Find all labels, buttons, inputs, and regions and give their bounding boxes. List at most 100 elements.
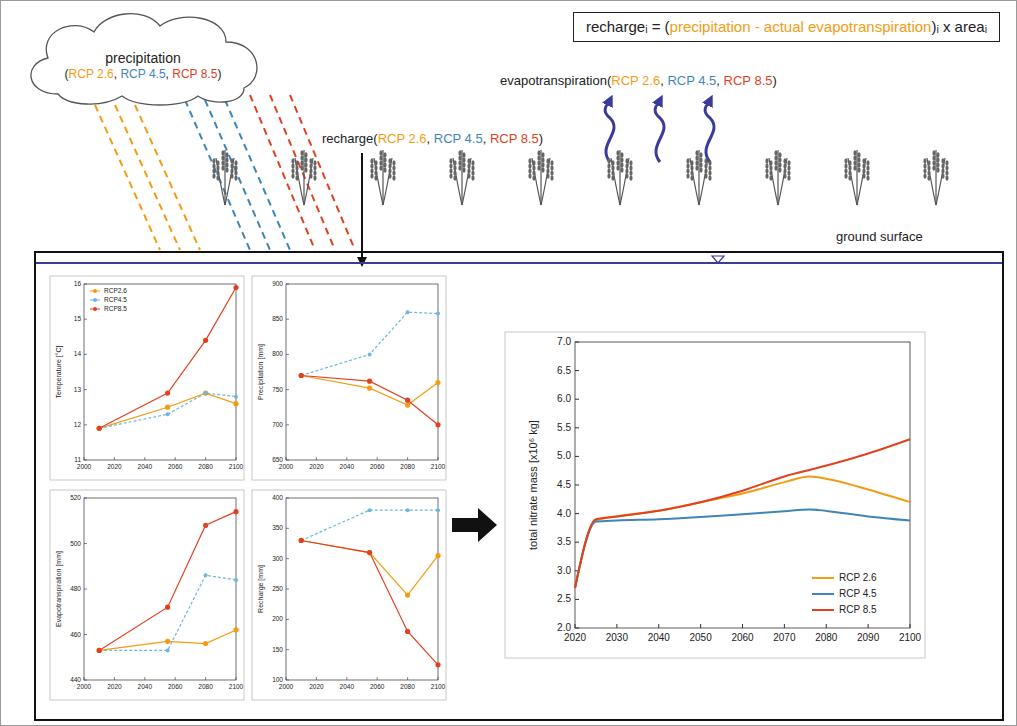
scenario-list: (RCP 2.6, RCP 4.5, RCP 8.5) [18,67,268,81]
tick-label: 2090 [857,632,879,644]
tick-label: 2020 [309,683,323,690]
wheat-grain [611,160,614,166]
tick-mark [84,677,85,680]
wheat-grain [313,165,316,171]
series-marker [436,312,440,316]
wheat-grain [787,170,790,176]
series-line [301,312,438,375]
wheat-grain [765,168,768,174]
wheat-icon [844,150,869,205]
series-marker [233,627,238,632]
wheat-grain [462,167,465,173]
tick-mark [316,457,317,460]
rain-line [205,100,270,250]
tick-mark [84,543,87,544]
wheat-grain [370,168,373,174]
tick-label: 850 [272,315,283,322]
wheat-grain [611,165,614,171]
tick-label: 2100 [431,463,445,470]
wheat-grain [295,175,298,181]
tick-mark [286,649,289,650]
series-marker [97,648,102,653]
series-marker [435,553,440,558]
tick-mark [84,389,87,390]
wheat-stem [927,158,936,205]
tick-mark [742,624,743,628]
wheat-grain [374,175,377,181]
tick-label: 2080 [400,463,414,470]
tick-mark [84,589,87,590]
wheat-icon [528,150,553,205]
tick-mark [236,457,237,460]
evapotranspiration-arrow [705,100,714,162]
wheat-grain [945,175,948,181]
wheat-grain [300,150,303,156]
wheat-grain [230,158,233,164]
series-line [301,540,438,595]
crops [212,150,948,205]
tick-label: 7.0 [557,336,571,348]
tick-mark [575,456,579,457]
wheat-grain [234,170,237,176]
wheat-grain [212,173,215,179]
wheat-grain [620,162,623,168]
wheat-icon [607,150,632,205]
wheat-grain [787,160,790,166]
wheat-grain [313,170,316,176]
wheat-grain [383,157,386,163]
wheat-grain [853,160,856,166]
wheat-grain [379,165,382,171]
wheat-grain [300,160,303,166]
series-marker [203,391,208,396]
series-marker [165,391,170,396]
tick-mark [84,498,87,499]
tick-label: 2060 [168,683,182,690]
formula-text: rechargeᵢ = (precipitation - actual evap… [586,18,987,36]
tick-mark [84,460,87,461]
tick-mark [286,619,289,620]
wheat-grain [866,170,869,176]
tick-label: 650 [272,456,283,463]
wheat-grain [392,160,395,166]
series-marker [405,398,410,403]
series-marker [233,401,238,406]
series-line [99,393,236,428]
tick-mark [114,457,115,460]
evapotranspiration-arrows [605,100,714,162]
plot-frame [286,498,438,680]
tick-mark [286,284,289,285]
tick-label: 500 [70,540,81,547]
wheat-grain [765,163,768,169]
tick-label: 2060 [370,463,384,470]
wheat-icon [212,150,237,205]
series-marker [203,338,208,343]
wheat-grain [783,173,786,179]
chart-panel [505,332,925,658]
rain-line [95,105,160,250]
wheat-grain [625,158,628,164]
wheat-grain [449,173,452,179]
series-line [301,376,438,406]
wheat-grain [304,167,307,173]
wheat-grain [467,158,470,164]
wheat-grain [936,162,939,168]
wheat-grain [388,158,391,164]
tick-mark [286,389,289,390]
tick-mark [286,528,289,529]
wheat-grain [291,168,294,174]
wheat-grain [230,173,233,179]
wheat-grain [936,157,939,163]
wheat-grain [699,157,702,163]
tick-label: 750 [272,386,283,393]
series-marker [367,386,372,391]
wheat-grain [769,175,772,181]
wheat-grain [945,170,948,176]
wheat-grain [927,175,930,181]
wheat-grain [313,160,316,166]
tick-label: 2040 [340,683,354,690]
legend-text: RCP 8.5 [839,604,877,616]
wheat-grain [471,160,474,166]
wheat-grain [532,160,535,166]
legend-sample [812,593,834,595]
rain-line [115,105,180,250]
